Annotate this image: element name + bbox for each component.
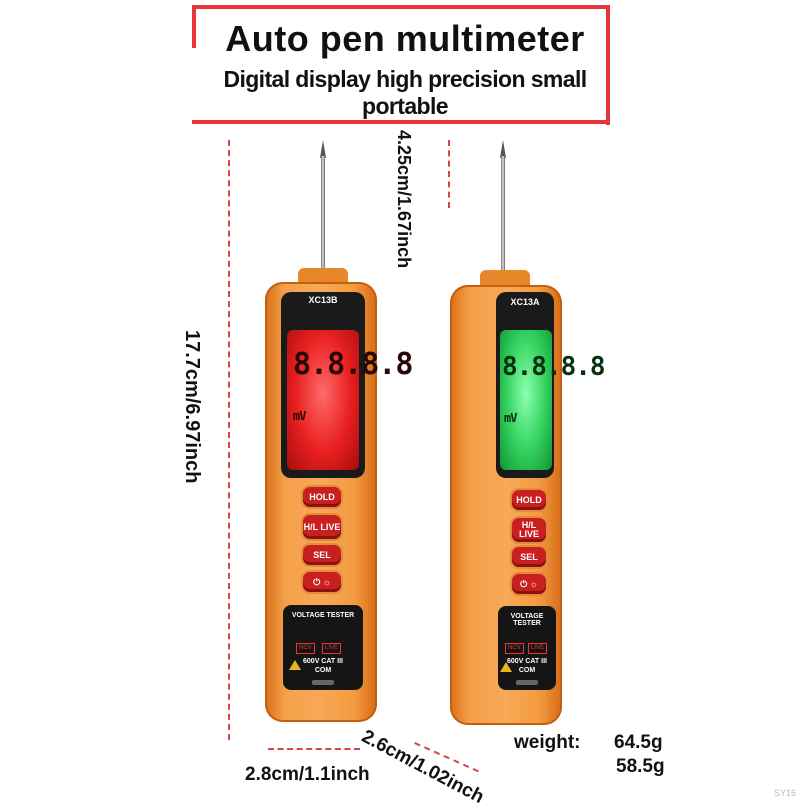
banner-frame-right <box>606 5 610 125</box>
power-backlight-button[interactable]: ⏻ ☼ <box>512 574 546 594</box>
width-dimension-label: 2.8cm/1.1inch <box>245 764 370 785</box>
ncv-mode-label: NCV <box>505 643 524 654</box>
width-dimension-line <box>268 748 360 750</box>
hl-live-button[interactable]: H/L LIVE <box>303 515 341 539</box>
lcd-unit: mV <box>504 411 517 425</box>
probe-dimension-line <box>448 140 450 208</box>
page-subtitle: Digital display high precision small por… <box>223 66 587 119</box>
lcd-digits-row1: 8.8.8.8 <box>502 352 606 382</box>
weight-label: weight: <box>514 732 581 753</box>
com-jack <box>516 680 538 685</box>
probe-needle <box>501 156 505 276</box>
com-port-label: COM <box>314 667 332 674</box>
watermark: SY16 <box>773 788 796 798</box>
hold-button[interactable]: HOLD <box>512 490 546 510</box>
sel-button[interactable]: SEL <box>303 545 341 565</box>
warning-icon <box>500 662 512 672</box>
weight-value-a: 64.5g <box>614 732 663 753</box>
probe-dimension-label: 4.25cm/1.67inch <box>394 130 414 269</box>
live-mode-label: LIVE <box>528 643 548 654</box>
sel-button[interactable]: SEL <box>512 547 546 567</box>
banner-frame-left <box>192 5 196 48</box>
banner-frame-bottom <box>192 120 610 124</box>
lcd-unit: mV <box>293 409 306 423</box>
probe-tip <box>320 140 326 158</box>
warning-icon <box>289 660 301 670</box>
model-label: XC13B <box>308 295 338 305</box>
com-port-label: COM <box>518 667 536 674</box>
cat-rating: 600V CAT III <box>507 658 547 665</box>
weight-value-b: 58.5g <box>616 756 665 777</box>
hold-button[interactable]: HOLD <box>303 487 341 507</box>
power-backlight-button[interactable]: ⏻ ☼ <box>303 572 341 592</box>
height-dimension-label: 17.7cm/6.97inch <box>181 330 203 484</box>
probe-needle <box>321 156 325 274</box>
lcd-display: 8.8.8.8 mV <box>287 330 413 470</box>
ncv-mode-label: NCV <box>296 643 315 654</box>
cat-rating: 600V CAT III <box>303 658 343 665</box>
panel-title: VOLTAGE TESTER <box>510 613 544 627</box>
model-label: XC13A <box>510 297 540 307</box>
hl-live-button[interactable]: H/L LIVE <box>512 518 546 542</box>
com-jack <box>312 680 334 685</box>
panel-title: VOLTAGE TESTER <box>291 612 355 619</box>
lcd-digits-row1: 8.8.8.8 <box>293 347 413 382</box>
page-title: Auto pen multimeter <box>225 18 585 59</box>
banner-frame-top <box>192 5 610 9</box>
lcd-display: 8.8.8.8 mV <box>500 330 606 470</box>
probe-tip <box>500 140 506 158</box>
height-dimension-line <box>228 140 230 740</box>
live-mode-label: LIVE <box>322 643 342 654</box>
